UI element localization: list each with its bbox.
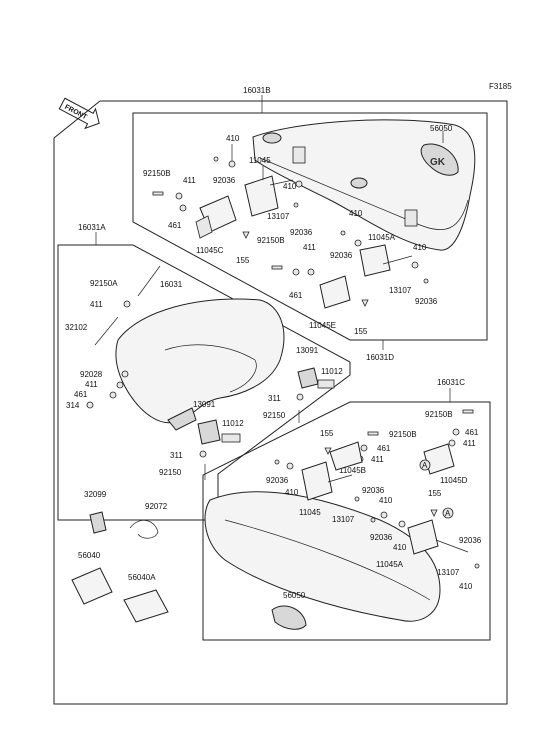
label-92150B-2: 92150B xyxy=(257,236,285,245)
label-13107-top: 13107 xyxy=(267,212,290,221)
label-16031D: 16031D xyxy=(366,353,394,362)
ref-A-2 xyxy=(442,507,454,519)
bracket-11045B xyxy=(329,441,363,471)
front-arrow-icon: FRONT xyxy=(58,97,100,130)
label-16031A: 16031A xyxy=(78,223,106,232)
label-92150B-3: 92150B xyxy=(425,410,453,419)
label-11045B: 11045B xyxy=(339,466,366,475)
label-155-d: 155 xyxy=(428,489,442,498)
label-411-e: 411 xyxy=(463,439,476,448)
label-314: 314 xyxy=(66,401,80,410)
label-410-b: 410 xyxy=(283,182,297,191)
label-92036-e: 92036 xyxy=(266,476,289,485)
lock-32099 xyxy=(89,511,107,534)
side-case-16031C xyxy=(204,491,441,622)
label-11045A-1: 11045A xyxy=(368,233,396,242)
box-16031A xyxy=(57,244,351,521)
label-32102: 32102 xyxy=(65,323,88,332)
label-410-a: 410 xyxy=(226,134,240,143)
label-11045E: 11045E xyxy=(309,321,336,330)
label-92036-b: 92036 xyxy=(290,228,313,237)
label-411-b: 411 xyxy=(303,243,316,252)
label-A-2: A xyxy=(445,509,451,518)
label-92072: 92072 xyxy=(145,502,168,511)
label-155-c: 155 xyxy=(320,429,334,438)
label-13091-a: 13091 xyxy=(296,346,319,355)
bracket-11045A-bottom xyxy=(407,519,439,555)
label-11012-a: 11012 xyxy=(321,367,343,376)
label-A-1: A xyxy=(422,461,428,470)
label-16031: 16031 xyxy=(160,280,183,289)
label-92036-h: 92036 xyxy=(459,536,482,545)
label-92036-d: 92036 xyxy=(415,297,438,306)
label-56050-bottom: 56050 xyxy=(283,591,306,600)
label-410-d: 410 xyxy=(413,243,427,252)
label-16031B: 16031B xyxy=(243,86,271,95)
rubber-13091-a xyxy=(297,367,319,389)
label-461-c: 461 xyxy=(74,390,88,399)
label-16031C: 16031C xyxy=(437,378,465,387)
sticker-56040 xyxy=(71,567,113,605)
label-411-f: 411 xyxy=(371,455,384,464)
label-13107-d: 13107 xyxy=(437,568,460,577)
emblem-56050-bottom xyxy=(271,605,307,630)
emblem-56050-top: GK xyxy=(420,143,459,176)
label-92036-g: 92036 xyxy=(370,533,393,542)
label-92150A: 92150A xyxy=(90,279,118,288)
label-410-e: 410 xyxy=(285,488,299,497)
label-11012-b: 11012 xyxy=(222,419,244,428)
label-92028: 92028 xyxy=(80,370,103,379)
label-11045D: 11045D xyxy=(440,476,468,485)
label-32099: 32099 xyxy=(84,490,107,499)
label-11045A-2: 11045A xyxy=(376,560,404,569)
bracket-11045D xyxy=(423,443,455,475)
case-16031 xyxy=(115,298,285,424)
outer-frame xyxy=(53,100,508,705)
label-461-a: 461 xyxy=(168,221,182,230)
sticker-56040A xyxy=(123,589,169,623)
label-410-f: 410 xyxy=(379,496,393,505)
label-56040: 56040 xyxy=(78,551,101,560)
label-410-c: 410 xyxy=(349,209,363,218)
label-155-b: 155 xyxy=(354,327,368,336)
label-461-e: 461 xyxy=(377,444,391,453)
bracket-11045-bottom xyxy=(301,461,333,501)
band-92072 xyxy=(129,520,159,539)
bracket-11045A-top xyxy=(359,244,391,277)
label-92150B-4: 92150B xyxy=(389,430,417,439)
rubber-13091-b xyxy=(197,419,221,445)
label-461-d: 461 xyxy=(465,428,479,437)
label-13107-c: 13107 xyxy=(332,515,355,524)
label-11045-top: 11045 xyxy=(249,156,271,165)
ref-A-1 xyxy=(419,459,431,471)
label-92036-a: 92036 xyxy=(213,176,236,185)
label-92036-f: 92036 xyxy=(362,486,385,495)
label-410-h: 410 xyxy=(459,582,473,591)
label-461-b: 461 xyxy=(289,291,303,300)
label-13091-b: 13091 xyxy=(193,400,216,409)
bracket-11045E xyxy=(319,275,351,309)
box-16031B xyxy=(132,112,488,341)
label-411-c: 411 xyxy=(90,300,103,309)
label-11045-bottom: 11045 xyxy=(299,508,321,517)
label-56050-top: 56050 xyxy=(430,124,453,133)
label-311-a: 311 xyxy=(268,394,281,403)
label-411-d: 411 xyxy=(85,380,98,389)
label-92150-a: 92150 xyxy=(263,411,286,420)
box-16031C xyxy=(202,401,491,641)
label-11045C: 11045C xyxy=(196,246,224,255)
label-56040A: 56040A xyxy=(128,573,156,582)
label-92150-b: 92150 xyxy=(159,468,182,477)
label-92150B-1: 92150B xyxy=(143,169,171,178)
label-410-g: 410 xyxy=(393,543,407,552)
bracket-11045-top xyxy=(244,175,279,217)
label-311-b: 311 xyxy=(170,451,183,460)
label-92036-c: 92036 xyxy=(330,251,353,260)
svg-text:GK: GK xyxy=(430,157,446,168)
label-411-a: 411 xyxy=(183,176,196,185)
figure-code: F3185 xyxy=(489,82,512,91)
label-155-a: 155 xyxy=(236,256,250,265)
label-13107-b: 13107 xyxy=(389,286,412,295)
